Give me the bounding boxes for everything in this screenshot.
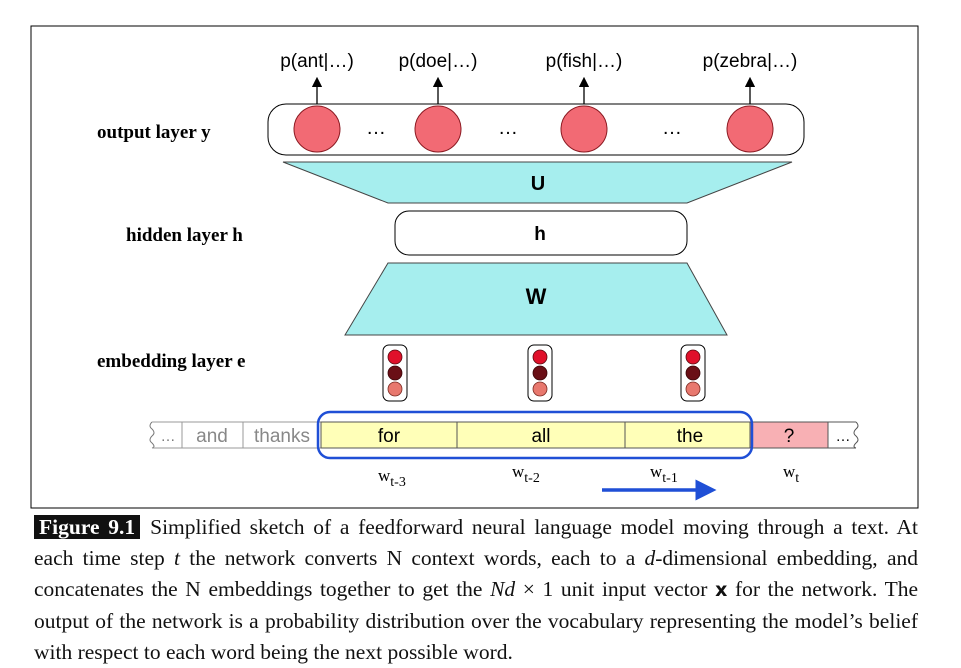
caption-part-2: the network converts N context words, ea… — [179, 546, 645, 570]
output-ellipsis-3: … — [662, 117, 682, 139]
caption-Nd: Nd — [490, 577, 516, 601]
hidden-layer-label: hidden layer h — [126, 225, 243, 246]
output-ellipsis-1: … — [366, 117, 386, 139]
subscript-w-t-1: wt-1 — [650, 462, 678, 486]
word-and: and — [196, 426, 228, 447]
word-cell-and — [181, 421, 244, 449]
prob-label-fish: p(fish|…) — [546, 51, 623, 72]
U-matrix-label: U — [531, 173, 545, 195]
prob-label-ant: p(ant|…) — [280, 51, 354, 72]
figure-label: Figure 9.1 — [34, 515, 141, 539]
output-node-ant — [293, 105, 341, 153]
output-ellipsis-2: … — [498, 117, 518, 139]
prob-label-doe: p(doe|…) — [399, 51, 478, 72]
word-leading-ellipsis: … — [161, 428, 176, 445]
word-target: ? — [784, 426, 795, 447]
hidden-layer-box — [394, 210, 688, 256]
word-for: for — [378, 426, 401, 447]
caption-part-3: -dimensional embedding, and concatenates… — [34, 546, 918, 601]
embedding-vector-3 — [680, 344, 706, 402]
strip-torn-right — [853, 421, 859, 449]
subscript-w-t: wt — [783, 462, 799, 486]
output-node-zebra — [726, 105, 774, 153]
word-trailing-ellipsis: … — [836, 428, 851, 445]
word-cell-all — [456, 421, 626, 449]
caption-part-4: for the network. The output of the netwo… — [34, 577, 918, 664]
embedding-vector-1 — [382, 344, 408, 402]
word-the: the — [677, 426, 703, 447]
word-thanks: thanks — [254, 426, 310, 447]
context-window — [316, 410, 754, 460]
caption-part-1: Simplified sketch of a feedforward neura… — [34, 515, 918, 570]
caption-t: t — [174, 546, 180, 570]
caption-times: × 1 unit input vector — [515, 577, 716, 601]
word-strip: … and thanks for all the ? … — [149, 421, 859, 449]
prob-label-zebra: p(zebra|…) — [703, 51, 798, 72]
W-matrix-label: W — [526, 284, 547, 309]
neural-lm-diagram: output layer y hidden layer h embedding … — [30, 25, 919, 509]
subscript-w-t-3: wt-3 — [378, 466, 406, 490]
embedding-vector-2 — [527, 344, 553, 402]
word-cell-thanks — [242, 421, 322, 449]
embedding-layer-label: embedding layer e — [97, 351, 245, 372]
hidden-layer-h: h — [534, 224, 546, 245]
W-matrix-trapezoid — [344, 262, 728, 336]
caption-x-vector: x — [715, 579, 728, 601]
output-layer-box — [267, 103, 805, 156]
word-all: all — [531, 426, 550, 447]
word-cell-target — [749, 421, 829, 449]
word-cell-the — [624, 421, 751, 449]
caption-d: d — [644, 546, 656, 570]
strip-torn-left — [149, 421, 155, 449]
U-matrix-trapezoid — [282, 161, 793, 204]
output-node-fish — [560, 105, 608, 153]
output-layer-label: output layer y — [97, 122, 211, 143]
output-node-doe — [414, 105, 462, 153]
subscript-w-t-2: wt-2 — [512, 462, 540, 486]
